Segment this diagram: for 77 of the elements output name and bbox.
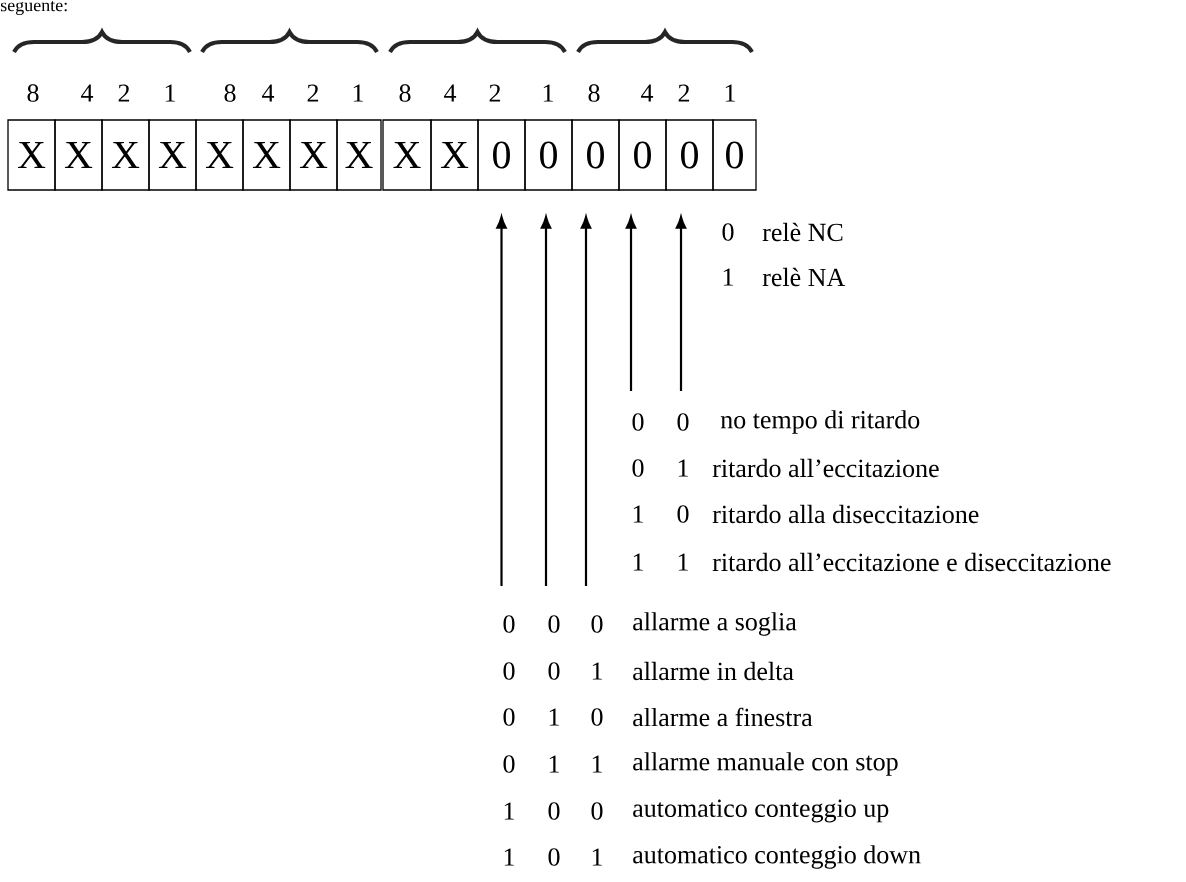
bit-weight: 8 [399,84,411,102]
option-text: automatico conteggio up [633,799,889,823]
bit-cell: X [101,119,150,191]
bit-weight: 4 [81,84,94,102]
bit-value: 0 [591,615,603,633]
bit-value: 0 [503,708,515,726]
bit-cell: 0 [477,119,526,191]
bit-cell: X [430,119,479,191]
bit-weight: 8 [27,84,39,102]
bit-cell: 0 [665,119,714,191]
bit-weight: 1 [353,84,363,102]
bit-weight: 4 [262,84,275,102]
bit-weight: 2 [118,84,130,102]
bit-value: 1 [723,268,733,286]
bit-cell: X [336,119,382,191]
bit-cell: X [7,119,56,191]
option-text: relè NA [762,267,846,287]
bit-value: 0 [503,615,515,633]
bit-value: 1 [678,553,688,571]
bit-weight: 1 [165,84,175,102]
intro-text: seguente: [0,1,67,15]
option-text: no tempo di ritardo [720,410,920,434]
bit-value: 0 [548,848,560,866]
option-text: allarme manuale con stop [633,752,898,776]
arrow [540,216,552,586]
bit-weight: 8 [588,84,600,102]
bit-value: 1 [633,553,643,571]
bit-value: 0 [591,708,603,726]
option-text: automatico conteggio down [633,845,921,869]
option-text: ritardo all’eccitazione [712,458,939,478]
bit-value: 1 [678,459,688,477]
bit-cell: 0 [524,119,573,191]
bit-cell: X [54,119,103,191]
option-text: ritardo alla diseccitazione [712,504,979,524]
bit-cell: X [242,119,291,191]
bit-weight: 2 [307,84,319,102]
bit-weight: 1 [725,84,735,102]
bit-cell: 0 [712,119,757,191]
bit-value: 1 [592,662,602,680]
bit-weight: 4 [641,84,654,102]
bit-value: 0 [722,223,734,241]
bit-value: 1 [504,802,514,820]
bit-value: 1 [592,848,602,866]
option-text: allarme a finestra [633,707,813,727]
bit-weight: 1 [543,84,553,102]
bit-value: 0 [677,505,689,523]
bit-cell: X [382,119,432,191]
bit-value: 0 [548,662,560,680]
bit-cell: X [148,119,197,191]
arrow [580,216,592,586]
bit-weight: 8 [224,84,236,102]
bit-value: 0 [677,413,689,431]
bit-value: 1 [549,755,559,773]
bit-value: 1 [504,848,514,866]
bit-value: 0 [632,413,644,431]
bit-weight: 2 [678,84,690,102]
bit-weight: 4 [444,84,457,102]
bit-value: 0 [591,802,603,820]
option-text: relè NC [762,222,843,242]
bit-value: 1 [549,708,559,726]
bit-cell: 0 [571,119,620,191]
bit-value: 0 [632,459,644,477]
bit-weight: 2 [489,84,501,102]
bit-value: 0 [548,802,560,820]
arrow [625,216,637,391]
bit-value: 0 [548,615,560,633]
bit-value: 1 [633,505,643,523]
bit-cell: 0 [618,119,667,191]
option-text: ritardo all’eccitazione e diseccitazione [712,552,1111,572]
bit-value: 0 [503,755,515,773]
bit-cell: X [195,119,244,191]
bit-cell: X [289,119,338,191]
bit-value: 1 [592,755,602,773]
option-text: allarme in delta [633,661,794,681]
arrow [675,216,687,391]
option-text: allarme a soglia [633,612,797,636]
bit-value: 0 [503,662,515,680]
